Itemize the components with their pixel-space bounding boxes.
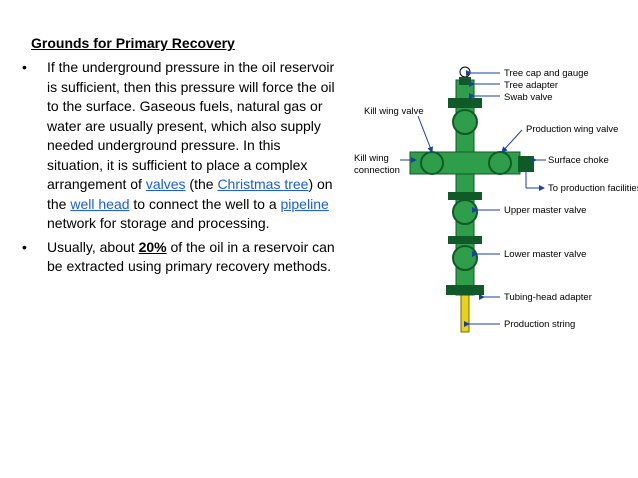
- well-head-link[interactable]: well head: [70, 195, 130, 212]
- label-kill-wing-valve: Kill wing valve: [364, 106, 424, 117]
- swab-valve-wheel: [452, 109, 478, 135]
- label-swab-valve: Swab valve: [504, 92, 553, 103]
- bullet2-text-1: Usually, about: [47, 238, 139, 255]
- bullet-list: • If the underground pressure in the oil…: [22, 58, 340, 281]
- tree-cap: [459, 77, 471, 85]
- upper-master-valve-wheel: [452, 199, 478, 225]
- label-tree-adapter: Tree adapter: [504, 80, 558, 91]
- label-kill-wing: Kill wing: [354, 153, 389, 164]
- swab-valve-flange: [448, 98, 482, 108]
- label-production-wing-valve: Production wing valve: [526, 124, 618, 135]
- production-wing-valve-wheel: [488, 151, 512, 175]
- label-connection: connection: [354, 165, 400, 176]
- bullet-symbol: •: [22, 238, 27, 255]
- production-string-pipe: [460, 289, 470, 333]
- bullet-item-1: • If the underground pressure in the oil…: [22, 58, 340, 234]
- christmas-tree-link[interactable]: Christmas tree: [217, 176, 309, 192]
- label-surface-choke: Surface choke: [548, 155, 609, 166]
- tubing-head-adapter: [446, 285, 484, 295]
- bullet1-text-3: ) on the: [47, 176, 333, 212]
- bullet1-text-4: to connect the well to a: [129, 195, 281, 212]
- bullet-item-2: • Usually, about 20% of the oil in a res…: [22, 238, 340, 277]
- christmas-tree-diagram: Tree cap and gauge Tree adapter Swab val…: [354, 66, 638, 333]
- label-tubing-head: Tubing-head adapter: [504, 292, 592, 303]
- surface-choke-body: [518, 156, 534, 172]
- pipeline-link[interactable]: pipeline: [280, 195, 329, 212]
- label-lower-master: Lower master valve: [504, 249, 586, 260]
- lower-master-valve-wheel: [452, 245, 478, 271]
- percent-bold: 20%: [138, 238, 167, 255]
- bullet1-text-1: If the underground pressure in the oil r…: [47, 59, 335, 192]
- label-upper-master: Upper master valve: [504, 205, 586, 216]
- bullet1-text-5: network for storage and processing.: [47, 215, 270, 231]
- bullet2-text-2: of the oil in a reservoir can be extract…: [47, 238, 335, 275]
- label-production-string: Production string: [504, 319, 575, 330]
- label-tree-cap: Tree cap and gauge: [504, 68, 589, 79]
- bullet-symbol: •: [22, 59, 27, 75]
- label-to-production: To production facilities: [548, 183, 638, 194]
- wellhead-assembly: [409, 66, 534, 333]
- upper-master-flange: [448, 192, 482, 200]
- gauge-icon: [459, 66, 471, 78]
- kill-wing-valve-wheel: [420, 151, 444, 175]
- valves-link[interactable]: valves: [145, 176, 186, 192]
- leader-lines: [400, 70, 546, 327]
- lower-master-flange: [448, 236, 482, 244]
- slide-heading: Grounds for Primary Recovery: [31, 35, 235, 51]
- bullet1-text-2: (the: [185, 176, 218, 192]
